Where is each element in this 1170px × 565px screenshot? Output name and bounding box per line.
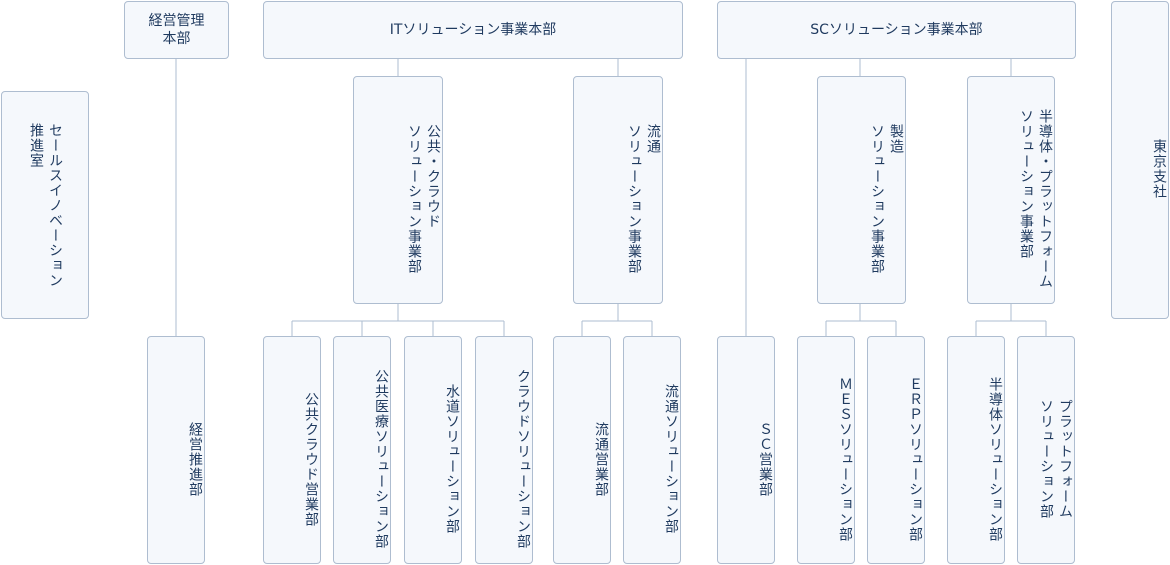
management-hq[interactable]: 経営管理 本部 xyxy=(124,1,229,59)
platform-solution-dept[interactable]: プラットフォーム ソリューション部 xyxy=(1017,336,1075,564)
cloud-solution-dept[interactable]: クラウドソリューション部 xyxy=(475,336,533,564)
erp-solution-dept[interactable]: ＥＲＰソリューション部 xyxy=(867,336,925,564)
sc-sales-dept[interactable]: ＳＣ営業部 xyxy=(717,336,775,564)
distribution-solution-dept[interactable]: 流通ソリューション部 xyxy=(623,336,681,564)
mes-solution-dept[interactable]: ＭＥＳソリューション部 xyxy=(797,336,855,564)
public-medical-dept[interactable]: 公共医療ソリューション部 xyxy=(333,336,391,564)
management-promo-dept[interactable]: 経営推進部 xyxy=(147,336,205,564)
public-cloud-sales-dept[interactable]: 公共クラウド営業部 xyxy=(263,336,321,564)
it-solution-hq[interactable]: ITソリューション事業本部 xyxy=(263,1,683,59)
manufacturing-division[interactable]: 製造 ソリューション事業部 xyxy=(817,76,906,304)
distribution-sales-dept[interactable]: 流通営業部 xyxy=(553,336,611,564)
public-cloud-division[interactable]: 公共・クラウド ソリューション事業部 xyxy=(353,76,443,304)
semiconductor-platform-division[interactable]: 半導体・プラットフォーム ソリューション事業部 xyxy=(967,76,1055,304)
tokyo-branch[interactable]: 東京支社 xyxy=(1111,1,1169,319)
water-solution-dept[interactable]: 水道ソリューション部 xyxy=(404,336,462,564)
semiconductor-solution-dept[interactable]: 半導体ソリューション部 xyxy=(947,336,1005,564)
sales-innovation-office[interactable]: セールスイノベーション 推進室 xyxy=(1,91,89,319)
distribution-division[interactable]: 流通 ソリューション事業部 xyxy=(573,76,663,304)
sc-solution-hq[interactable]: SCソリューション事業本部 xyxy=(717,1,1076,59)
